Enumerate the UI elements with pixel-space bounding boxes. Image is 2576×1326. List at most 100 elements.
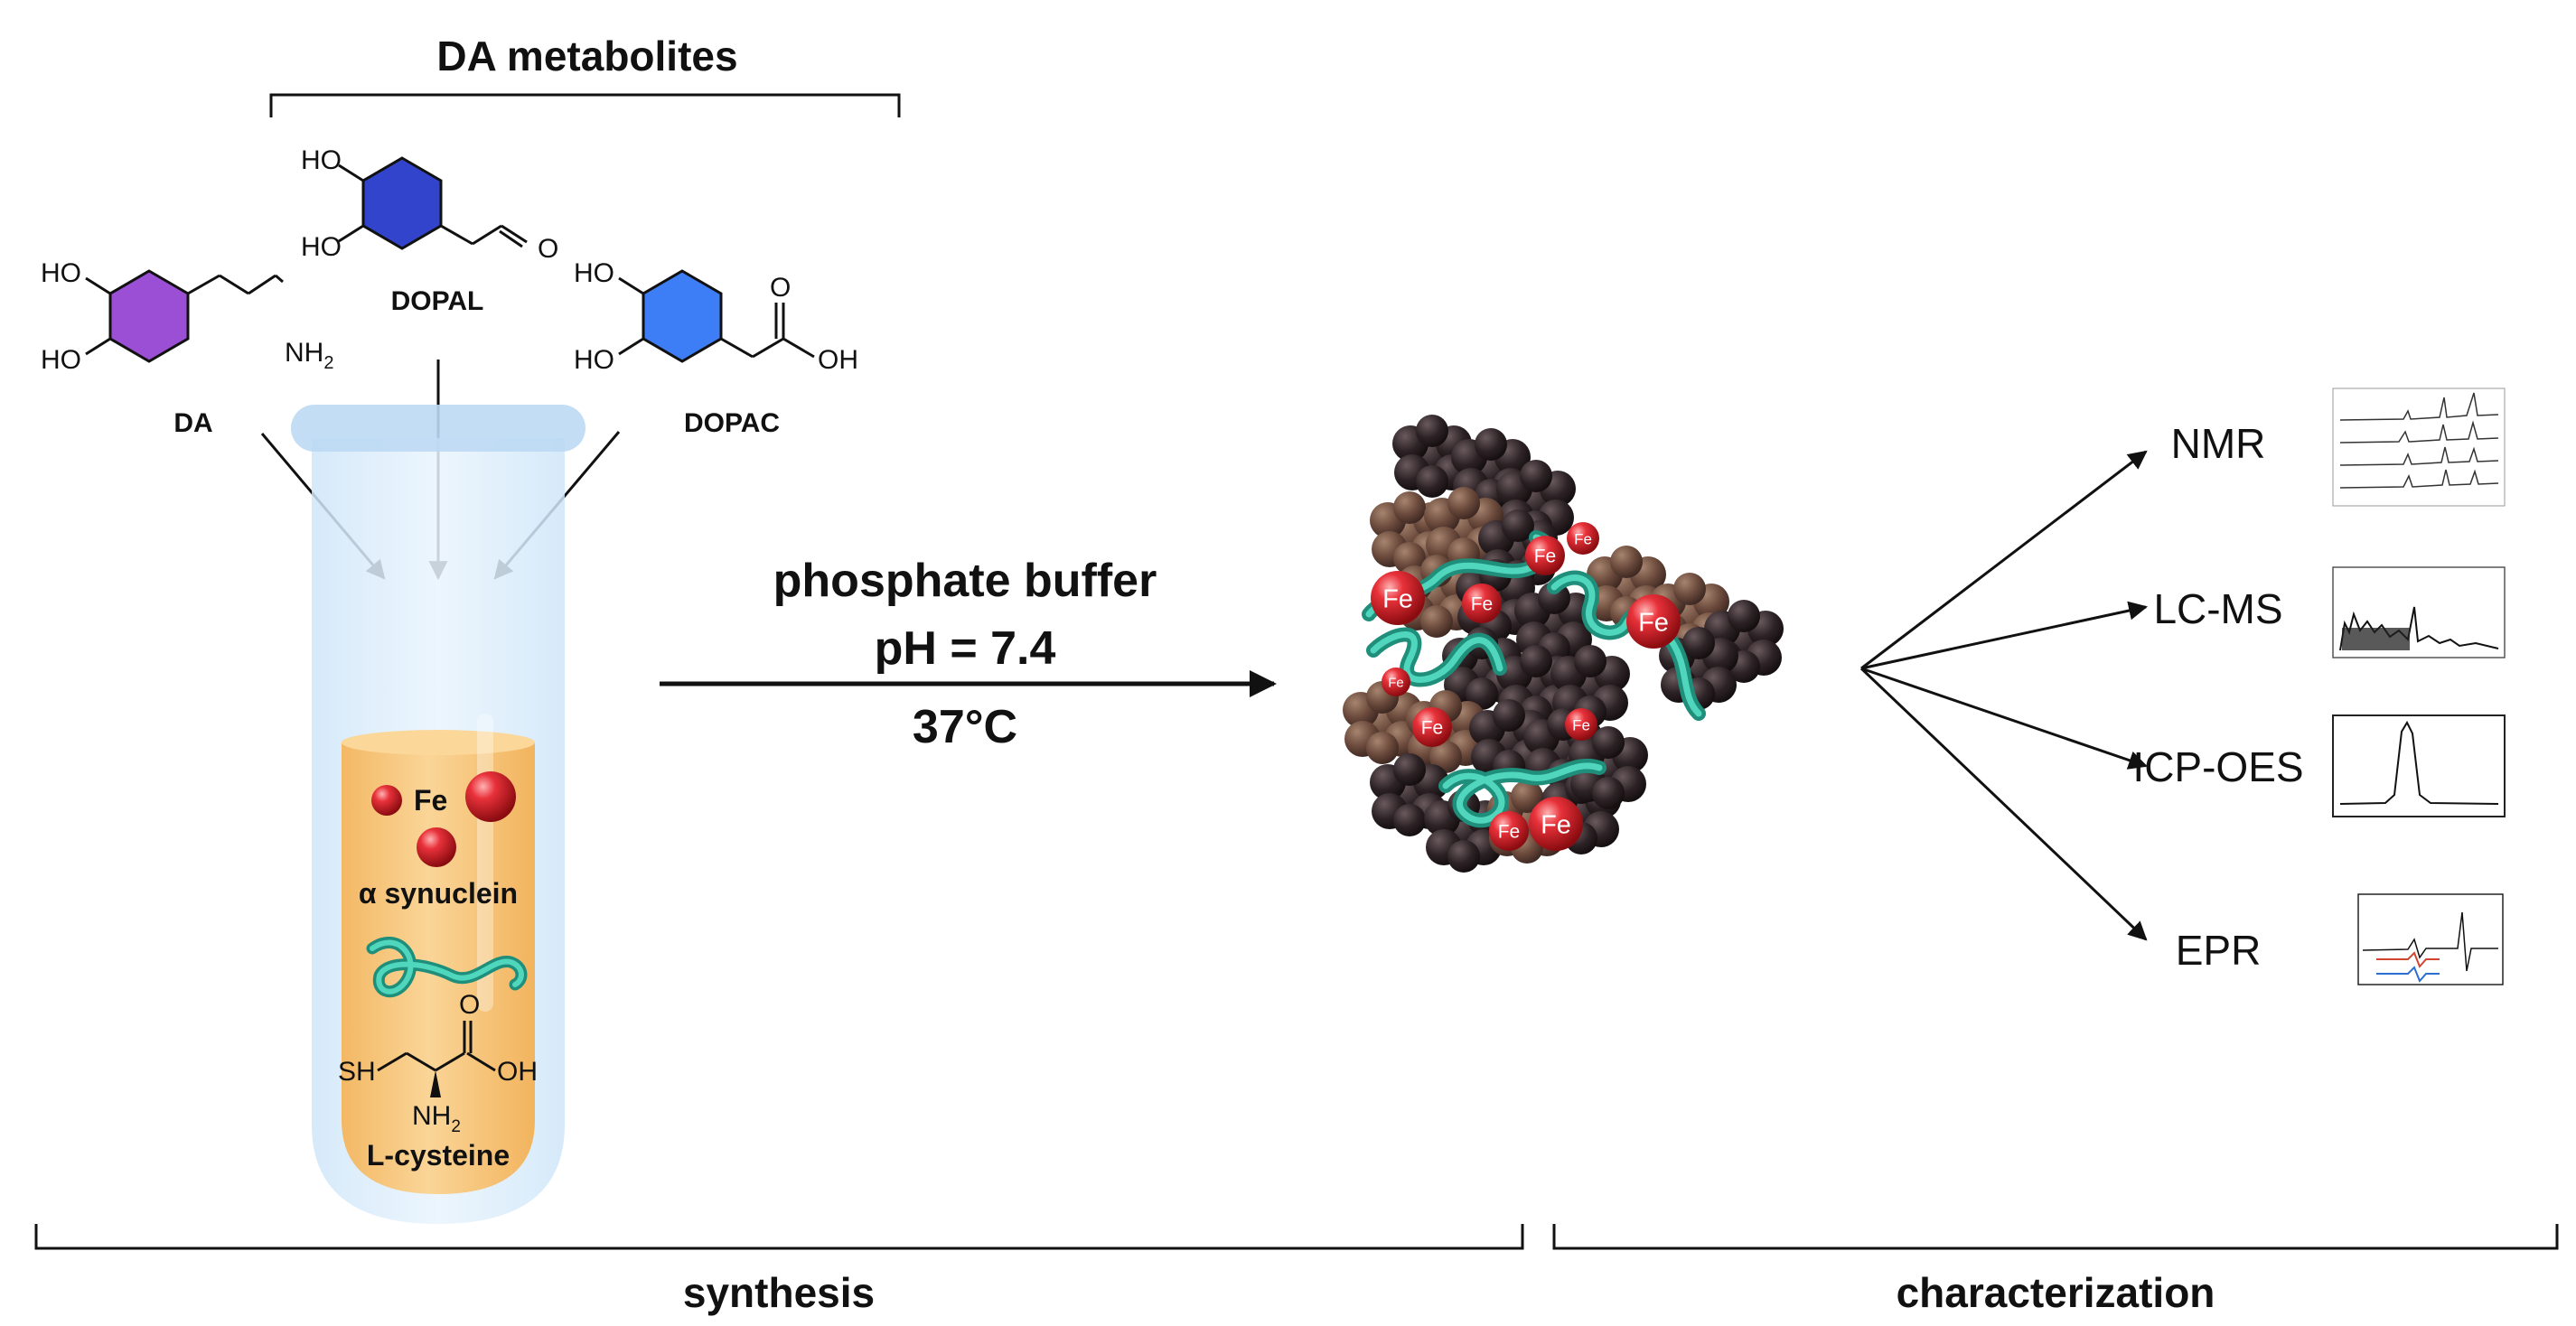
- fe-sphere-body: [1525, 536, 1565, 575]
- cysteine-nh-sub: 2: [451, 1117, 461, 1136]
- melanin-bead: [1466, 677, 1498, 710]
- dopac-ring: [642, 269, 723, 363]
- melanin-bead: [1420, 605, 1453, 638]
- technique-lcms: LC-MS: [2153, 585, 2282, 632]
- product-strand-4-light: [1442, 762, 1603, 824]
- synthesis-bracket: [34, 1224, 1524, 1250]
- fe-sphere: Fe: [1529, 797, 1583, 851]
- dopal-label: DOPAL: [391, 286, 484, 316]
- tube-fe-label: Fe: [414, 784, 447, 817]
- product-strand-3-light: [1550, 574, 1702, 717]
- fe-sphere-label: Fe: [1382, 585, 1413, 614]
- melanin-bead: [1447, 487, 1480, 519]
- cysteine-nh: NH: [412, 1101, 451, 1131]
- dopac-oh-bottom: HO: [574, 345, 614, 375]
- melanin-bead: [1366, 732, 1399, 764]
- arrow-to-icpoes: [1860, 667, 2148, 770]
- fe-sphere-body: [1382, 668, 1410, 696]
- dopal-oh-bottom: HO: [301, 232, 342, 262]
- epr-trace-black: [2362, 911, 2498, 972]
- fe-sphere: Fe: [1489, 811, 1529, 851]
- dopac-carbonyl-o: O: [770, 273, 791, 303]
- fe-sphere-label: Fe: [1388, 676, 1404, 691]
- melanin-bead: [1416, 415, 1448, 447]
- fe-sphere: Fe: [1462, 584, 1502, 623]
- fe-sphere-body: [1412, 707, 1452, 747]
- melanin-bead: [1502, 509, 1534, 542]
- arrow-to-nmr: [1860, 450, 2148, 670]
- melanin-bead: [1592, 726, 1625, 759]
- dopac-structure: HO HO O OH: [574, 258, 858, 375]
- dopal-ring: [361, 156, 443, 250]
- fe-sphere-body: [1529, 797, 1583, 851]
- fe-sphere-label: Fe: [1534, 546, 1557, 567]
- da-structure: HO HO NH2: [41, 258, 333, 375]
- melanin-bead: [1728, 600, 1760, 632]
- condition-temperature: 37°C: [913, 701, 1017, 753]
- da-ring: [108, 269, 190, 363]
- fe-sphere-label: Fe: [1421, 718, 1444, 739]
- cysteine-oh: OH: [497, 1057, 538, 1087]
- fe-sphere: Fe: [1565, 708, 1597, 741]
- melanin-bead: [1592, 777, 1625, 809]
- synthesis-label: synthesis: [683, 1269, 875, 1316]
- nmr-trace-4: [2339, 469, 2499, 489]
- fe-sphere: Fe: [1412, 707, 1452, 747]
- dopac-oh-top: HO: [574, 258, 614, 288]
- technique-nmr: NMR: [2171, 420, 2266, 467]
- technique-epr: EPR: [2176, 927, 2262, 974]
- solution-surface: [342, 730, 535, 755]
- da-oh-top: HO: [41, 258, 81, 288]
- characterization-label: characterization: [1897, 1269, 2215, 1316]
- product-strand-1-light: [1370, 631, 1503, 683]
- melanin-bead: [1475, 428, 1507, 461]
- cysteine-amine: NH2: [412, 1101, 461, 1136]
- da-label: DA: [173, 408, 212, 438]
- melanin-bead: [1682, 627, 1715, 659]
- condition-buffer: phosphate buffer: [773, 555, 1157, 607]
- fe-sphere-label: Fe: [1574, 530, 1592, 547]
- nmr-trace-1: [2339, 392, 2499, 421]
- fe-sphere: Fe: [1626, 594, 1681, 649]
- synuclein-strand-highlight: [370, 939, 524, 994]
- icpoes-peak: [2339, 720, 2499, 805]
- cysteine-carbonyl-o: O: [459, 990, 480, 1020]
- fe-sphere-body: [1626, 594, 1681, 649]
- fe-sphere-body: [1371, 571, 1425, 625]
- melanin-bead: [1511, 780, 1543, 813]
- melanin-bead: [1610, 546, 1643, 578]
- tube-rim: [291, 405, 585, 452]
- melanin-bead: [1393, 753, 1426, 786]
- dopac-oh-group: OH: [818, 345, 858, 375]
- lcms-thumbnail: [2332, 566, 2506, 658]
- cysteine-label: L-cysteine: [367, 1139, 510, 1172]
- nmr-trace-2: [2339, 420, 2499, 444]
- melanin-bead: [1520, 460, 1552, 492]
- characterization-bracket: [1552, 1224, 2559, 1250]
- dopal-structure: HO HO O: [301, 145, 558, 264]
- tube-synuclein-label: α synuclein: [359, 877, 518, 910]
- fe-sphere: Fe: [1567, 522, 1599, 555]
- da-amine-nh: NH: [285, 338, 323, 368]
- cysteine-sh: SH: [338, 1057, 376, 1087]
- fe-sphere-label: Fe: [1638, 609, 1669, 638]
- fe-sphere-label: Fe: [1572, 716, 1590, 733]
- dopal-aldehyde-o: O: [538, 234, 558, 264]
- melanin-cluster: [1469, 699, 1549, 782]
- melanin-cluster: [1392, 415, 1472, 498]
- fe-sphere-body: [1565, 708, 1597, 741]
- condition-ph: pH = 7.4: [875, 622, 1056, 675]
- melanin-bead: [1393, 804, 1426, 836]
- fe-sphere-body: [1567, 522, 1599, 555]
- fe-particle-medium: [417, 827, 456, 867]
- da-amine: NH2: [285, 338, 333, 373]
- fe-sphere-body: [1462, 584, 1502, 623]
- fe-sphere-label: Fe: [1498, 822, 1521, 843]
- fe-sphere-body: [1489, 811, 1529, 851]
- melanin-bead: [1574, 645, 1606, 677]
- melanin-cluster: [1343, 681, 1422, 764]
- da-oh-bottom: HO: [41, 345, 81, 375]
- nmr-trace-3: [2339, 446, 2499, 466]
- metabolites-title: DA metabolites: [436, 33, 737, 79]
